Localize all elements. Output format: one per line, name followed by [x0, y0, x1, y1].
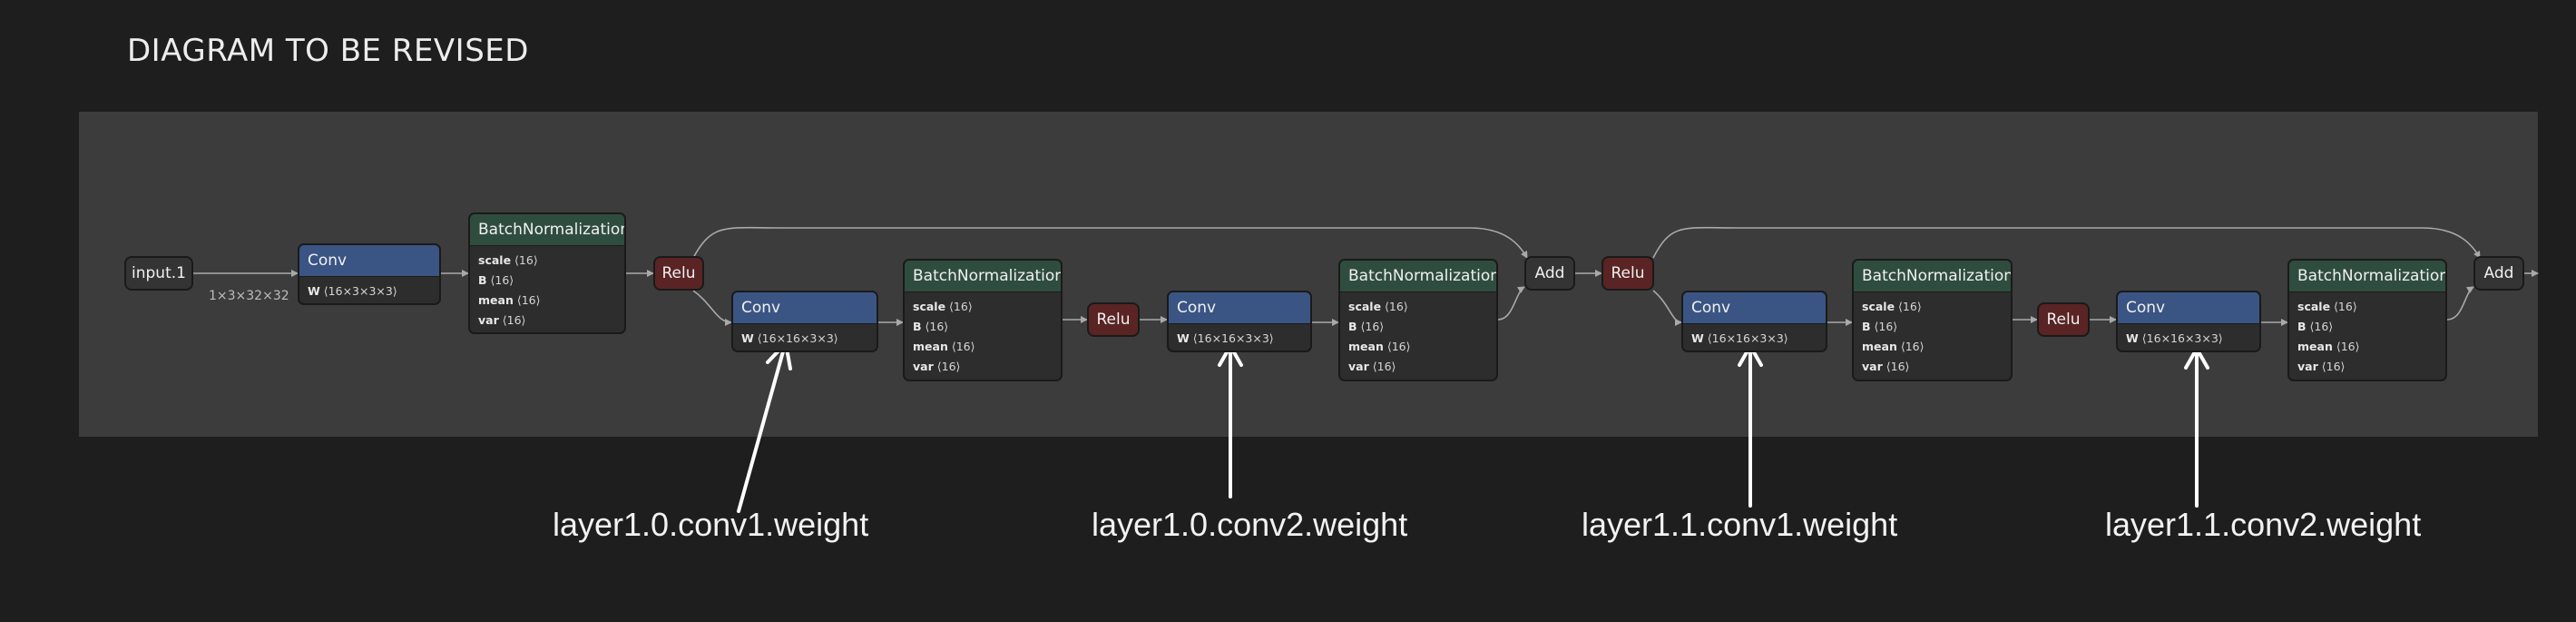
attr-key: var — [478, 313, 499, 327]
attr-value: ⟨16⟩ — [2336, 340, 2360, 353]
batchnorm-node-layer1-0-bn2[interactable]: BatchNormalization scale ⟨16⟩ B ⟨16⟩ mea… — [1338, 259, 1498, 381]
attr-value: ⟨16⟩ — [1900, 340, 1925, 353]
annotation-arrow-3 — [1738, 344, 1763, 508]
relu-node[interactable]: Relu — [2037, 302, 2090, 337]
conv-node-layer1-0-conv2[interactable]: Conv W ⟨16×16×3×3⟩ — [1167, 291, 1312, 352]
attr-value: ⟨16⟩ — [2321, 360, 2346, 373]
attr-value: ⟨16⟩ — [1898, 300, 1922, 313]
attr-key: mean — [478, 293, 514, 307]
tensor-shape-label: 1×3×32×32 — [209, 289, 289, 303]
node-title: Conv — [299, 245, 439, 277]
attr-key: B — [2297, 320, 2307, 333]
attr-key: W — [741, 331, 754, 345]
attr-value: ⟨16⟩ — [2334, 300, 2357, 313]
relu-node[interactable]: Relu — [1601, 256, 1654, 291]
attr-value: ⟨16⟩ — [502, 313, 526, 327]
node-title: BatchNormalization — [905, 261, 1061, 292]
attr-key: scale — [1862, 300, 1895, 313]
input-node[interactable]: input.1 — [124, 256, 193, 291]
attr-value: ⟨16⟩ — [951, 340, 975, 353]
attr-key: W — [1177, 331, 1190, 345]
node-title: BatchNormalization — [470, 214, 624, 246]
node-title: BatchNormalization — [2289, 261, 2445, 292]
edge — [1652, 290, 1682, 326]
attr-key: mean — [913, 340, 948, 353]
page-title: DIAGRAM TO BE REVISED — [127, 33, 529, 69]
annotation-arrow-2 — [1218, 344, 1243, 499]
attr-key: var — [913, 360, 934, 373]
annotation-arrow-4 — [2184, 347, 2209, 508]
attr-value: ⟨16⟩ — [1386, 340, 1411, 353]
attr-key: var — [1348, 360, 1369, 373]
attr-key: W — [1691, 331, 1704, 345]
edge — [1497, 286, 1525, 321]
attr-value: ⟨16⟩ — [1372, 360, 1396, 373]
node-title: Conv — [733, 292, 877, 324]
attr-key: var — [1862, 360, 1883, 373]
attr-key: B — [1862, 320, 1871, 333]
attr-key: scale — [2297, 300, 2331, 313]
attr-key: mean — [1348, 340, 1384, 353]
attr-value: ⟨16×16×3×3⟩ — [1707, 331, 1788, 345]
edge — [692, 290, 732, 326]
annotation-label: layer1.0.conv2.weight — [1092, 506, 1408, 543]
batchnorm-node-layer1-1-bn1[interactable]: BatchNormalization scale ⟨16⟩ B ⟨16⟩ mea… — [1852, 259, 2013, 381]
annotation-label: layer1.1.conv1.weight — [1582, 506, 1898, 543]
relu-node[interactable]: Relu — [1087, 302, 1140, 337]
attr-key: B — [478, 273, 487, 287]
attr-key: mean — [1862, 340, 1897, 353]
edge — [1652, 226, 2481, 259]
conv-node-layer1-1-conv1[interactable]: Conv W ⟨16×16×3×3⟩ — [1681, 291, 1827, 352]
attr-value: ⟨16×16×3×3⟩ — [2141, 331, 2223, 345]
attr-value: ⟨16⟩ — [516, 293, 541, 307]
node-title: BatchNormalization — [1340, 261, 1496, 292]
attr-key: W — [2126, 331, 2139, 345]
attr-value: ⟨16×16×3×3⟩ — [757, 331, 838, 345]
batchnorm-node-stem[interactable]: BatchNormalization scale ⟨16⟩ B ⟨16⟩ mea… — [468, 212, 626, 334]
add-node[interactable]: Add — [2473, 256, 2524, 291]
relu-node[interactable]: Relu — [653, 256, 704, 291]
attr-value: ⟨16×16×3×3⟩ — [1192, 331, 1274, 345]
batchnorm-node-layer1-0-bn1[interactable]: BatchNormalization scale ⟨16⟩ B ⟨16⟩ mea… — [903, 259, 1063, 381]
annotation-label: layer1.0.conv1.weight — [553, 506, 869, 543]
attr-value: ⟨16⟩ — [490, 273, 514, 287]
node-title: Conv — [1683, 292, 1826, 324]
attr-value: ⟨16×3×3×3⟩ — [323, 284, 397, 298]
attr-key: var — [2297, 360, 2318, 373]
edge — [692, 226, 1528, 259]
conv-node-layer1-1-conv2[interactable]: Conv W ⟨16×16×3×3⟩ — [2116, 291, 2261, 352]
add-node[interactable]: Add — [1524, 256, 1575, 291]
attr-value: ⟨16⟩ — [1874, 320, 1898, 333]
node-title: Conv — [1169, 292, 1310, 324]
attr-key: B — [1348, 320, 1357, 333]
attr-value: ⟨16⟩ — [936, 360, 961, 373]
conv-node-stem[interactable]: Conv W ⟨16×3×3×3⟩ — [298, 243, 441, 305]
attr-value: ⟨16⟩ — [1385, 300, 1408, 313]
attr-key: scale — [1348, 300, 1382, 313]
attr-key: scale — [913, 300, 946, 313]
attr-key: B — [913, 320, 922, 333]
attr-key: scale — [478, 253, 512, 267]
conv-node-layer1-0-conv1[interactable]: Conv W ⟨16×16×3×3⟩ — [731, 291, 878, 352]
edge — [2446, 286, 2474, 321]
attr-key: W — [308, 284, 320, 298]
attr-value: ⟨16⟩ — [1885, 360, 1910, 373]
attr-value: ⟨16⟩ — [949, 300, 973, 313]
annotation-arrow-1 — [737, 341, 792, 513]
node-title: Conv — [2118, 292, 2259, 324]
batchnorm-node-layer1-1-bn2[interactable]: BatchNormalization scale ⟨16⟩ B ⟨16⟩ mea… — [2287, 259, 2447, 381]
attr-value: ⟨16⟩ — [925, 320, 949, 333]
annotation-label: layer1.1.conv2.weight — [2105, 506, 2422, 543]
attr-value: ⟨16⟩ — [1360, 320, 1385, 333]
node-title: BatchNormalization — [1854, 261, 2011, 292]
attr-value: ⟨16⟩ — [514, 253, 538, 267]
attr-key: mean — [2297, 340, 2333, 353]
attr-value: ⟨16⟩ — [2309, 320, 2334, 333]
